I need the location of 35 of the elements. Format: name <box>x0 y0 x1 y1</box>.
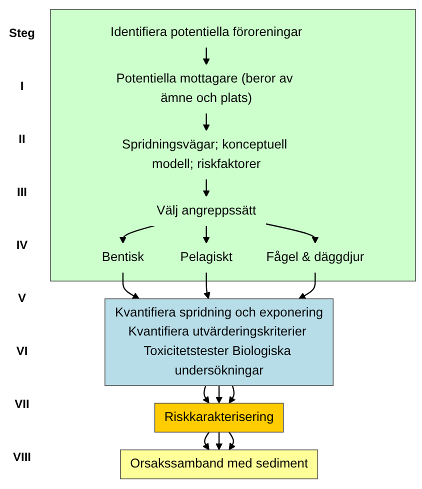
step-label: I <box>20 78 24 92</box>
arrow <box>216 432 223 451</box>
node-text: Pelagiskt <box>180 250 232 265</box>
node-box: Kvantifiera spridning och exponering Kvantifiera utvärderingskriterier Toxicitetstester Biologiska undersökningar <box>104 298 334 386</box>
arrow <box>202 386 210 404</box>
step-label: VII <box>14 396 30 410</box>
step-label: VIII <box>12 450 31 464</box>
step-label: V <box>18 290 26 304</box>
step-label: IV <box>16 238 28 252</box>
arrow <box>119 225 155 244</box>
arrow <box>216 386 223 404</box>
node-text: Spridningsvägar; konceptuell modell; riskfaktorer <box>122 138 288 172</box>
arrow <box>204 272 210 300</box>
arrow <box>202 226 210 244</box>
cluster <box>50 9 416 282</box>
arrow <box>122 272 140 300</box>
step-label: II <box>18 132 26 146</box>
arrow <box>266 224 319 244</box>
arrow <box>298 272 316 300</box>
node-text: Bentisk <box>102 250 144 265</box>
node-box: Riskkarakterisering <box>154 403 284 433</box>
arrow <box>202 114 210 132</box>
arrow <box>202 48 210 66</box>
step-label: III <box>16 184 27 198</box>
arrow <box>202 432 210 451</box>
step-label: Steg <box>8 26 35 40</box>
arrow <box>228 432 236 451</box>
arrow <box>202 179 210 198</box>
node-text: Fågel & däggdjur <box>266 250 364 265</box>
step-label: VI <box>16 344 28 358</box>
node-text: Välj angreppssätt <box>156 204 256 218</box>
node-box: Orsakssamband med sediment <box>120 450 318 480</box>
node-text: Identifiera potentiella föroreningar <box>110 26 302 40</box>
node-text: Potentiella mottagare (beror av ämne och plats) <box>116 72 293 106</box>
arrow <box>228 386 236 404</box>
